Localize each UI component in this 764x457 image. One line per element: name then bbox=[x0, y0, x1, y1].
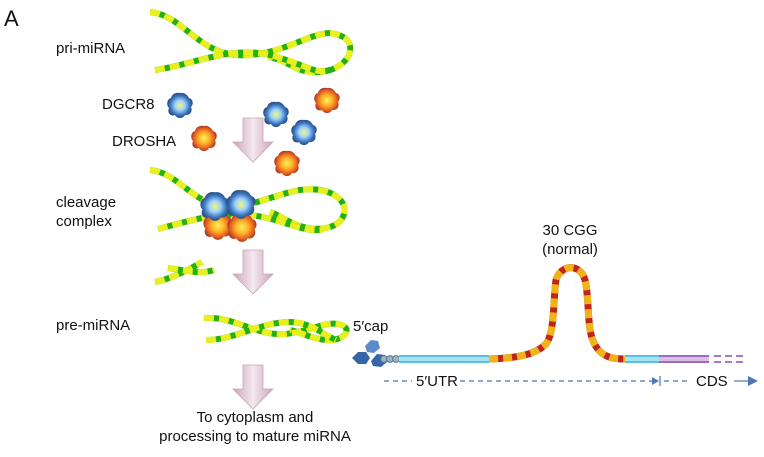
pre-mirna-label: pre-miRNA bbox=[56, 317, 131, 334]
panel-letter: A bbox=[4, 6, 19, 31]
dgcr8-protein bbox=[291, 119, 317, 145]
drosha-protein bbox=[191, 125, 217, 151]
cds-label: CDS bbox=[696, 373, 728, 390]
cleavage-label-line1: cleavage bbox=[56, 194, 117, 211]
dgcr8-label: DGCR8 bbox=[102, 96, 155, 113]
cap-label: 5′cap bbox=[353, 318, 389, 335]
cleaved-fragment bbox=[154, 259, 215, 285]
down-arrow-2 bbox=[232, 249, 274, 295]
dgcr8-protein bbox=[167, 92, 193, 118]
cleavage-label-line2: complex bbox=[56, 213, 112, 230]
drosha-protein bbox=[274, 150, 300, 176]
utr-segment-2 bbox=[625, 355, 659, 363]
dgcr8-protein bbox=[263, 101, 289, 127]
five-prime-cap bbox=[352, 340, 400, 367]
cytoplasm-label-line2: processing to mature miRNA bbox=[159, 428, 351, 445]
down-arrow-3 bbox=[232, 364, 274, 410]
five-prime-utr-segment bbox=[399, 355, 489, 363]
pri-mirna-strands bbox=[149, 9, 354, 76]
cytoplasm-label-line1: To cytoplasm and bbox=[196, 409, 314, 426]
drosha-protein bbox=[314, 87, 340, 113]
process-arrows bbox=[232, 117, 274, 410]
utr-label: 5′UTR bbox=[416, 373, 458, 390]
region-axis bbox=[384, 376, 758, 386]
down-arrow-1 bbox=[232, 117, 274, 163]
pri-mirna-label: pri-miRNA bbox=[56, 40, 126, 57]
cgg-label-line2: (normal) bbox=[542, 241, 598, 258]
cds-segment bbox=[659, 355, 744, 363]
drosha-label: DROSHA bbox=[112, 133, 177, 150]
pre-mirna-strands bbox=[203, 314, 350, 344]
cgg-label-line1: 30 CGG bbox=[542, 222, 598, 239]
cgg-repeat-loop bbox=[488, 264, 626, 363]
